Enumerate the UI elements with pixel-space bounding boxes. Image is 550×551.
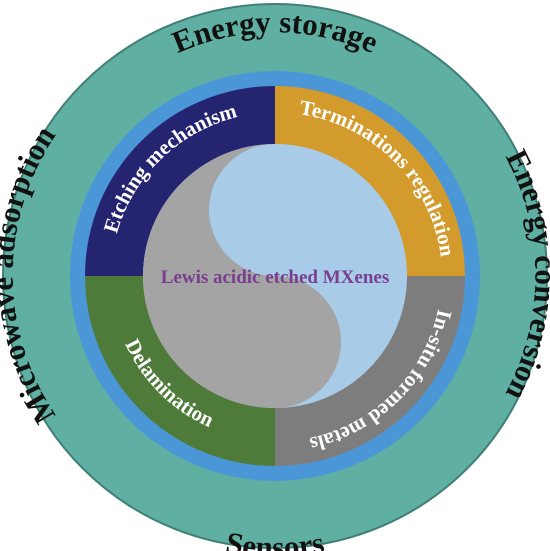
center-label: Lewis acidic etched MXenes (161, 267, 389, 288)
yinyang-dot-top (245, 180, 305, 240)
yinyang-dot-bottom (245, 312, 305, 372)
yin-yang (143, 144, 407, 408)
